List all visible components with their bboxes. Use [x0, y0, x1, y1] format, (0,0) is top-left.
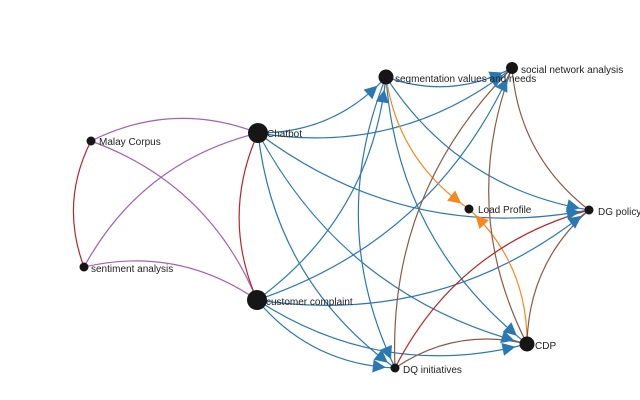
- arrowhead-segmentation-to-cdp: [502, 322, 517, 336]
- arrowhead-customer-complaint-to-social-network: [495, 78, 508, 93]
- node-label-social-network: social network analysis: [521, 65, 623, 76]
- edge-chatbot-to-malay-corpus: [90, 117, 259, 142]
- edge-customer-complaint-to-social-network: [256, 67, 513, 301]
- edge-social-network-to-cdp: [488, 67, 528, 345]
- arrowhead-customer-complaint-to-dg-policy: [567, 215, 582, 229]
- node-label-chatbot: Chatbot: [267, 129, 302, 140]
- edge-chatbot-to-social-network: [257, 67, 513, 139]
- edge-social-network-to-dg-policy: [511, 67, 590, 211]
- node-load-profile[interactable]: Load Profile: [464, 204, 532, 217]
- node-label-cdp: CDP: [535, 341, 556, 352]
- edge-customer-complaint-to-malay-corpus: [90, 140, 258, 301]
- node-sentiment[interactable]: sentiment analysis: [79, 262, 174, 276]
- edge-layer: [72, 67, 590, 369]
- node-segmentation[interactable]: segmentation values and needs: [378, 69, 537, 86]
- edge-segmentation-to-dg-policy: [385, 76, 590, 211]
- edge-chatbot-to-sentiment: [83, 132, 259, 268]
- node-circle-customer-complaint[interactable]: [247, 290, 267, 310]
- arrowhead-segmentation-to-load-profile: [447, 190, 462, 204]
- node-label-dq-initiatives: DQ initiatives: [403, 365, 462, 376]
- arrowhead-segmentation-to-dg-policy: [565, 199, 580, 212]
- node-circle-sentiment[interactable]: [79, 262, 89, 272]
- node-circle-dg-policy[interactable]: [584, 205, 594, 215]
- edge-chatbot-to-dq-initiatives: [257, 132, 396, 369]
- edge-chatbot-to-customer-complaint: [238, 132, 259, 301]
- arrowhead-chatbot-to-segmentation: [363, 85, 378, 100]
- arrowhead-segmentation-to-dq-initiatives: [379, 344, 392, 360]
- node-label-sentiment: sentiment analysis: [91, 264, 173, 275]
- arrowhead-customer-complaint-to-dq-initiatives: [372, 359, 386, 373]
- edge-segmentation-to-dq-initiatives: [357, 76, 396, 369]
- arrowhead-customer-complaint-to-segmentation: [375, 89, 389, 104]
- edge-chatbot-to-cdp: [257, 132, 528, 345]
- arrowhead-chatbot-to-cdp: [500, 330, 515, 343]
- node-label-malay-corpus: Malay Corpus: [99, 137, 161, 148]
- node-chatbot[interactable]: Chatbot: [248, 123, 302, 143]
- arrowhead-chatbot-to-dq-initiatives: [373, 349, 388, 363]
- node-cdp[interactable]: CDP: [519, 336, 557, 353]
- node-circle-chatbot[interactable]: [248, 123, 268, 143]
- node-dg-policy[interactable]: DG policy: [584, 205, 640, 219]
- edge-malay-corpus-to-sentiment: [72, 140, 92, 268]
- arrow-layer: [363, 71, 582, 373]
- node-circle-cdp[interactable]: [519, 336, 535, 352]
- node-label-customer-complaint: customer complaint: [266, 297, 353, 308]
- node-circle-load-profile[interactable]: [464, 204, 474, 214]
- node-circle-segmentation[interactable]: [378, 69, 394, 85]
- node-social-network[interactable]: social network analysis: [506, 62, 623, 76]
- node-dq-initiatives[interactable]: DQ initiatives: [390, 363, 462, 377]
- node-customer-complaint[interactable]: customer complaint: [247, 290, 353, 310]
- node-circle-malay-corpus[interactable]: [86, 136, 96, 146]
- node-circle-social-network[interactable]: [506, 62, 518, 74]
- node-circle-dq-initiatives[interactable]: [390, 363, 400, 373]
- arrowhead-cdp-to-load-profile: [475, 215, 489, 230]
- node-label-segmentation: segmentation values and needs: [395, 74, 536, 85]
- arrowhead-segmentation-to-social-network: [488, 71, 503, 84]
- node-label-load-profile: Load Profile: [478, 205, 532, 216]
- edge-segmentation-to-cdp: [385, 76, 528, 345]
- arrowhead-customer-complaint-to-cdp: [501, 343, 516, 356]
- edge-dg-policy-to-dq-initiatives: [394, 209, 590, 369]
- edge-customer-complaint-to-dg-policy: [256, 209, 590, 306]
- node-label-dg-policy: DG policy: [598, 207, 640, 218]
- edge-social-network-to-dq-initiatives: [393, 67, 513, 369]
- node-layer: Chatbot customer complaint segmentation va…: [79, 62, 640, 377]
- edge-customer-complaint-to-segmentation: [256, 76, 387, 301]
- node-malay-corpus[interactable]: Malay Corpus: [86, 136, 161, 149]
- edge-customer-complaint-to-sentiment: [83, 260, 258, 301]
